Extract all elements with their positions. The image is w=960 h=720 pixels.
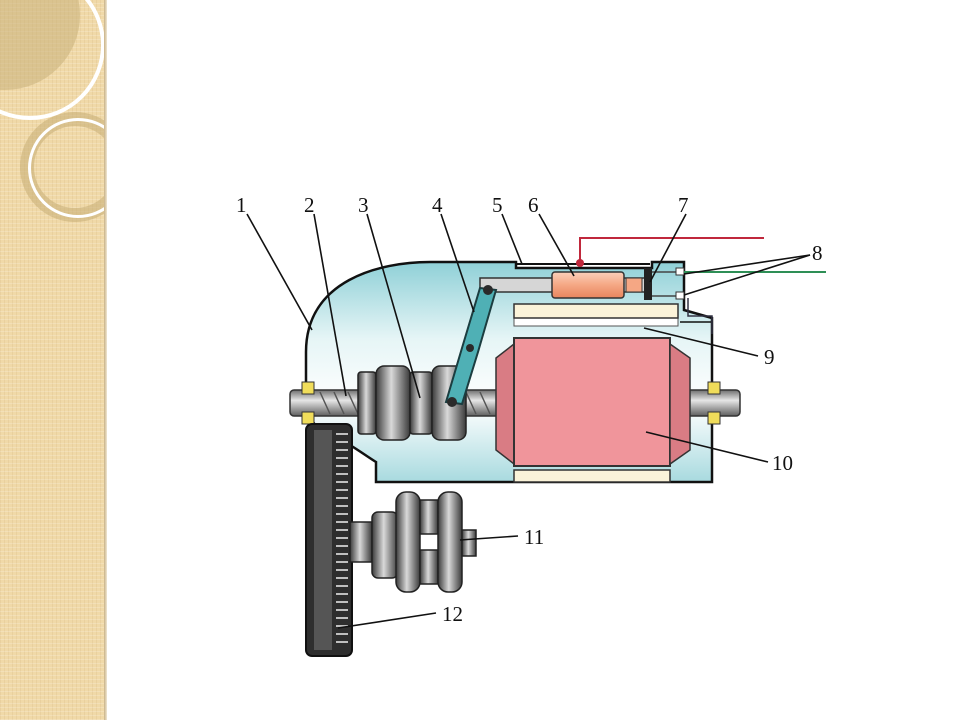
callout-7: 7 [678,193,689,217]
leader-lines [246,213,811,629]
callout-2: 2 [304,193,315,217]
callout-9: 9 [764,345,775,369]
callout-8: 8 [812,241,823,265]
callout-labels: 1 2 3 4 5 6 7 8 9 10 11 12 [236,193,823,626]
crankshaft [349,491,477,593]
callout-12: 12 [442,602,463,626]
flywheel-ring-gear [305,423,353,657]
panel-divider [104,0,107,720]
callout-4: 4 [432,193,443,217]
wire-terminal [576,259,584,267]
callout-1: 1 [236,193,247,217]
wire-red [579,237,764,263]
callout-10: 10 [772,451,793,475]
traction-relay [479,267,685,300]
drive-lever [444,285,498,407]
electric-motor [495,337,691,467]
callout-3: 3 [358,193,369,217]
callout-11: 11 [524,525,544,549]
callout-5: 5 [492,193,503,217]
brush-holder-bottom [513,469,671,483]
decorative-side-panel [0,0,104,720]
callout-6: 6 [528,193,539,217]
brush-holder [513,303,679,319]
decorative-ring-bottom-outline [28,118,104,218]
drive-pinion-clutch [357,365,467,441]
wire-dark [687,298,713,334]
